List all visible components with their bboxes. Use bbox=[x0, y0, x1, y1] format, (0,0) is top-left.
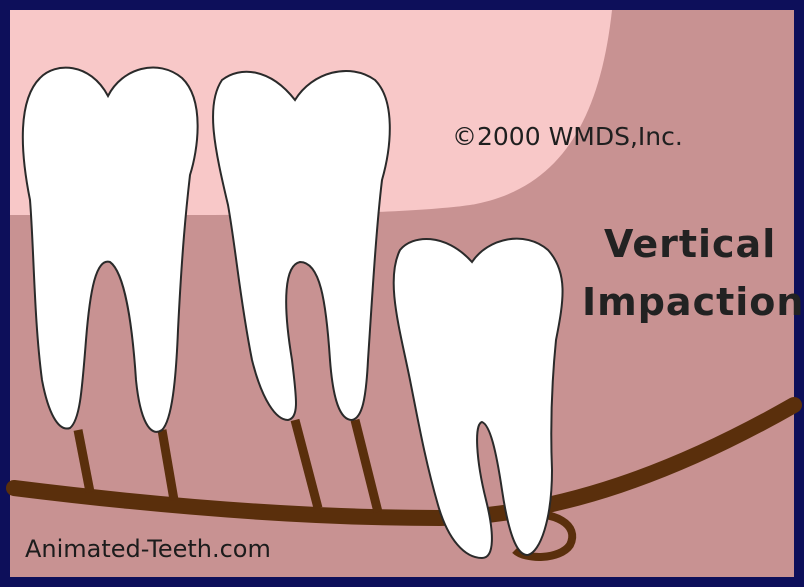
title-line-2: Impaction bbox=[582, 280, 804, 324]
watermark-text: Animated-Teeth.com bbox=[25, 535, 271, 563]
copyright-text: ©2000 WMDS,Inc. bbox=[452, 122, 683, 151]
title-line-1: Vertical bbox=[604, 222, 776, 266]
